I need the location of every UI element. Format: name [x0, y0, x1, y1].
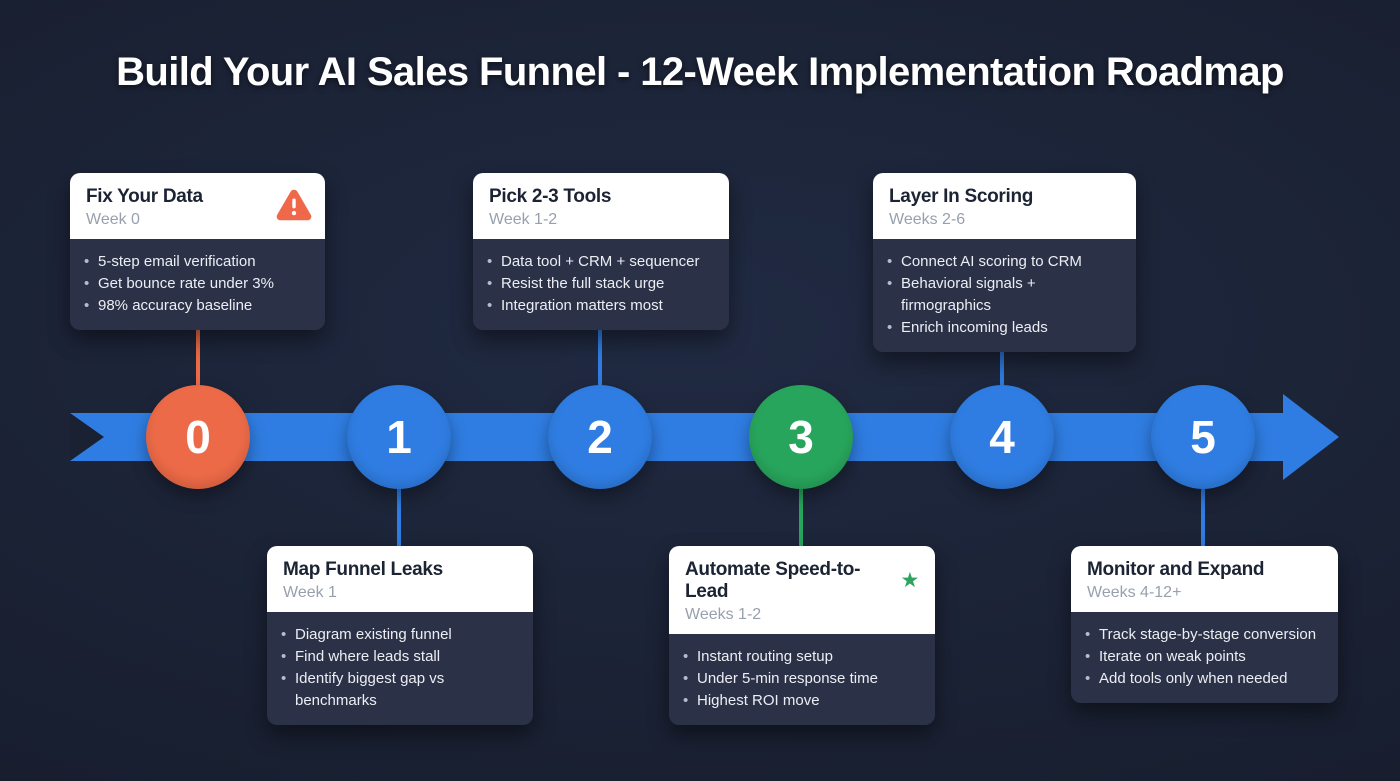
bullet-item: 5-step email verification: [82, 251, 313, 273]
card-pick-tools: Pick 2-3 Tools Week 1-2 Data tool + CRM …: [473, 173, 729, 330]
page-title: Build Your AI Sales Funnel - 12-Week Imp…: [116, 50, 1284, 94]
card-title: Map Funnel Leaks: [283, 559, 443, 580]
card-body: Connect AI scoring to CRM Behavioral sig…: [873, 238, 1136, 353]
card-automate-speed-to-lead: Automate Speed-to-Lead ★ Weeks 1-2 Insta…: [669, 546, 935, 725]
card-subtitle: Weeks 1-2: [685, 605, 762, 623]
bullet-item: Add tools only when needed: [1083, 668, 1326, 690]
card-header: Fix Your Data Week 0: [70, 173, 325, 239]
timeline-node-0: 0: [146, 385, 250, 489]
card-title: Monitor and Expand: [1087, 559, 1265, 580]
bullet-item: Get bounce rate under 3%: [82, 273, 313, 295]
timeline-node-1: 1: [347, 385, 451, 489]
card-subtitle: Week 1-2: [489, 210, 558, 228]
card-fix-your-data: Fix Your Data Week 0 5-step email verifi…: [70, 173, 325, 330]
timeline-node-2: 2: [548, 385, 652, 489]
card-body: Data tool + CRM + sequencer Resist the f…: [473, 238, 729, 330]
card-layer-in-scoring: Layer In Scoring Weeks 2-6 Connect AI sc…: [873, 173, 1136, 353]
bullet-item: Under 5-min response time: [681, 668, 923, 690]
connector-stage-0: [196, 324, 200, 386]
bullet-list: Connect AI scoring to CRM Behavioral sig…: [885, 251, 1124, 339]
connector-stage-1: [397, 488, 401, 547]
card-body: 5-step email verification Get bounce rat…: [70, 238, 325, 330]
card-title: Fix Your Data: [86, 186, 203, 207]
bullet-item: 98% accuracy baseline: [82, 295, 313, 317]
timeline-node-5: 5: [1151, 385, 1255, 489]
card-title: Pick 2-3 Tools: [489, 186, 612, 207]
bullet-list: Diagram existing funnel Find where leads…: [279, 624, 521, 712]
timeline-node-3: 3: [749, 385, 853, 489]
bullet-item: Iterate on weak points: [1083, 646, 1326, 668]
bullet-item: Integration matters most: [485, 295, 717, 317]
bullet-list: Data tool + CRM + sequencer Resist the f…: [485, 251, 717, 317]
card-subtitle: Week 1: [283, 583, 337, 601]
timeline-node-4: 4: [950, 385, 1054, 489]
card-title: Layer In Scoring: [889, 186, 1034, 207]
card-map-funnel-leaks: Map Funnel Leaks Week 1 Diagram existing…: [267, 546, 533, 726]
bullet-item: Connect AI scoring to CRM: [885, 251, 1124, 273]
card-subtitle: Week 0: [86, 210, 140, 228]
timeline-left-notch: [70, 413, 104, 461]
card-header: Monitor and Expand Weeks 4-12+: [1071, 546, 1338, 612]
card-title: Automate Speed-to-Lead ★: [685, 559, 919, 603]
bullet-item: Find where leads stall: [279, 646, 521, 668]
card-monitor-and-expand: Monitor and Expand Weeks 4-12+ Track sta…: [1071, 546, 1338, 703]
card-title-text: Automate Speed-to-Lead: [685, 559, 861, 602]
card-header: Map Funnel Leaks Week 1: [267, 546, 533, 612]
card-header: Layer In Scoring Weeks 2-6: [873, 173, 1136, 239]
card-header: Pick 2-3 Tools Week 1-2: [473, 173, 729, 239]
bullet-item: Diagram existing funnel: [279, 624, 521, 646]
bullet-item: Highest ROI move: [681, 690, 923, 712]
star-icon: ★: [900, 569, 919, 593]
warning-triangle-icon: [276, 189, 312, 221]
bullet-item: Enrich incoming leads: [885, 317, 1124, 339]
timeline-arrowhead-icon: [1283, 394, 1339, 480]
bullet-list: Instant routing setup Under 5-min respon…: [681, 646, 923, 712]
card-header: Automate Speed-to-Lead ★ Weeks 1-2: [669, 546, 935, 634]
bullet-item: Resist the full stack urge: [485, 273, 717, 295]
bullet-item: Behavioral signals + firmographics: [885, 273, 1124, 317]
bullet-list: 5-step email verification Get bounce rat…: [82, 251, 313, 317]
bullet-item: Track stage-by-stage conversion: [1083, 624, 1326, 646]
bullet-item: Data tool + CRM + sequencer: [485, 251, 717, 273]
connector-stage-3: [799, 488, 803, 547]
card-subtitle: Weeks 2-6: [889, 210, 966, 228]
connector-stage-2: [598, 324, 602, 386]
card-body: Instant routing setup Under 5-min respon…: [669, 633, 935, 725]
bullet-item: Identify biggest gap vs benchmarks: [279, 668, 521, 712]
bullet-list: Track stage-by-stage conversion Iterate …: [1083, 624, 1326, 690]
connector-stage-5: [1201, 488, 1205, 547]
timeline-bar: [70, 413, 1285, 461]
connector-stage-4: [1000, 324, 1004, 386]
card-body: Diagram existing funnel Find where leads…: [267, 611, 533, 726]
card-subtitle: Weeks 4-12+: [1087, 583, 1182, 601]
card-body: Track stage-by-stage conversion Iterate …: [1071, 611, 1338, 703]
bullet-item: Instant routing setup: [681, 646, 923, 668]
